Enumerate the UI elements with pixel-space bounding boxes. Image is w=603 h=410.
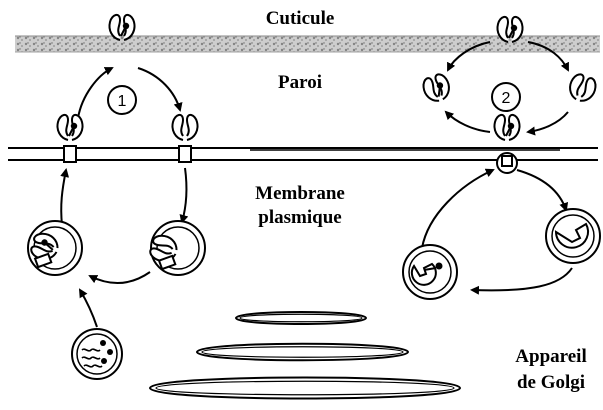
vesicle-left-free — [149, 221, 205, 275]
receptor-right-free — [566, 72, 598, 104]
cycle-2-number: 2 — [502, 90, 511, 107]
receptor-membrane-left-free — [172, 115, 197, 140]
receptor-left-bound — [421, 72, 453, 104]
wall-label: Paroi — [250, 72, 350, 94]
vesicle-right-bound — [403, 245, 457, 299]
membrane-label-line2: plasmique — [230, 207, 370, 229]
golgi-label-line1: Appareil — [500, 346, 602, 368]
receptor-membrane-left-bound — [57, 115, 82, 140]
cycle-1: 1 — [28, 15, 205, 379]
golgi-label-line2: de Golgi — [500, 372, 602, 394]
membrane-label-line1: Membrane — [230, 183, 370, 205]
receptor-bottom-bound — [494, 115, 519, 140]
vesicle-right-empty — [546, 209, 600, 263]
cycle-2: 2 — [403, 17, 600, 299]
vesicle-left-bound — [28, 221, 82, 275]
golgi-apparatus — [150, 312, 460, 399]
secretory-vesicle — [72, 329, 122, 379]
cuticle-label: Cuticule — [230, 8, 370, 30]
cycle-1-number: 1 — [118, 93, 127, 110]
